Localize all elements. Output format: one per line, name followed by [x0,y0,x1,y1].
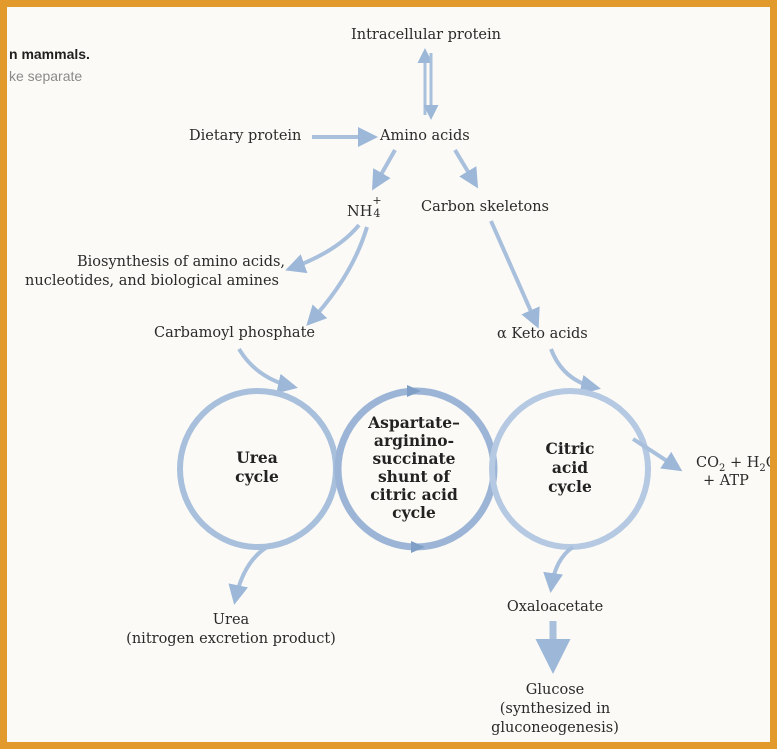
co2-subscript: 2 [718,462,726,474]
pathway-arrows [177,48,683,674]
side-text-gray: ke separate [9,68,83,84]
arrow-amino-to-carbon [453,148,479,189]
arrow-citric-to-co2 [631,437,683,472]
node-nh4: NH+4 [347,194,382,221]
node-urea-note: (nitrogen excretion product) [126,631,336,647]
co2-text: CO [696,455,719,471]
arrow-amino-to-nh4 [372,149,397,191]
node-alpha-keto-acids: α Keto acids [497,326,588,342]
arrow-citric-to-oxaloacetate [543,545,575,593]
node-glucose: Glucose [525,682,585,698]
nh4-superscript: + [372,194,382,207]
arrow-urea-cycle-to-urea [228,545,269,605]
node-oxaloacetate: Oxaloacetate [506,599,604,615]
nh4-charge-stack: +4 [372,194,381,220]
node-glucose-note2: gluconeogenesis) [491,720,619,736]
node-carbon-skeletons: Carbon skeletons [421,199,549,215]
label-shunt-line4: shunt of [377,467,451,486]
node-co2-line2: + ATP [703,473,749,489]
label-shunt-line1: Aspartate– [368,413,460,432]
arrow-carbon-to-keto [489,220,540,329]
nh4-base: NH [347,204,373,220]
o-text: O [765,455,777,471]
label-shunt-line5: citric acid [370,485,458,504]
node-co2-line1: CO2 + H2O [696,455,777,477]
label-citric-cycle-line1: Citric [545,439,595,458]
label-citric-cycle-line3: cycle [548,477,592,496]
node-glucose-note1: (synthesized in [499,701,611,717]
shunt-arrowhead-top [407,385,421,397]
arrow-carbamoyl-to-urea-cycle [237,347,298,394]
node-biosynthesis-line1: Biosynthesis of amino acids, [77,254,286,270]
arrow-keto-to-citric-cycle [549,348,601,395]
label-urea-cycle-line2: cycle [235,467,279,486]
label-shunt-line3: succinate [372,449,456,468]
side-text-bold: n mammals. [9,46,90,62]
node-biosynthesis-line2: nucleotides, and biological amines [25,273,279,289]
node-urea: Urea [212,612,250,628]
node-amino-acids: Amino acids [380,128,470,144]
nh4-subscript: 4 [373,207,381,220]
label-shunt-line2: arginino- [373,431,455,450]
label-shunt-line6: cycle [392,503,436,522]
arrow-nh4-to-carbamoyl [306,226,369,326]
h2o-subscript: 2 [759,462,766,474]
node-intracellular-protein: Intracellular protein [351,27,501,43]
node-dietary-protein: Dietary protein [189,128,302,144]
label-citric-cycle-line2: acid [551,458,589,477]
arrow-nh4-to-biosynthesis [285,223,361,274]
label-urea-cycle-line1: Urea [236,448,278,467]
h2o-text: + H [725,455,760,471]
shunt-arrowhead-bottom [411,541,425,553]
node-carbamoyl-phosphate: Carbamoyl phosphate [154,325,315,341]
